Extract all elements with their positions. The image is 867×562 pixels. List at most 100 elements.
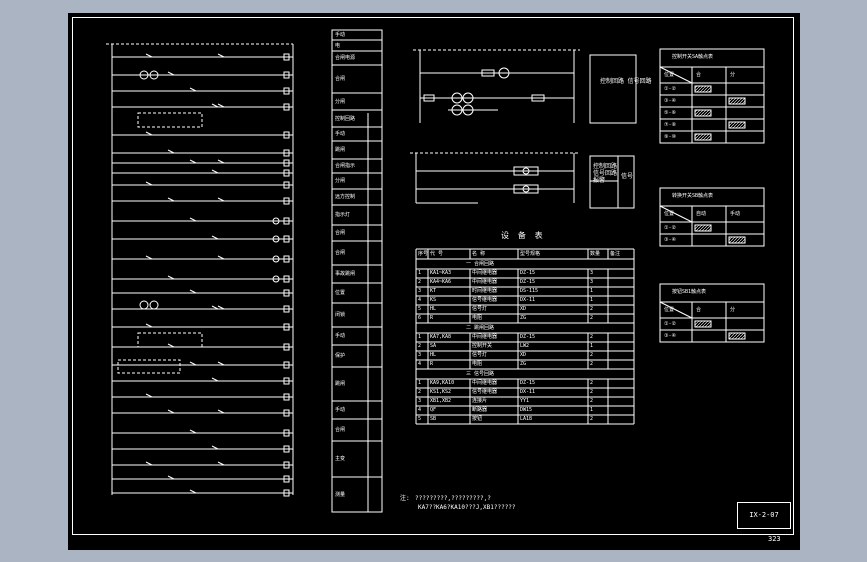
contact-table-header: 位置 [664, 72, 675, 78]
center-strip-label: 位置 [335, 290, 346, 296]
equipment-table-row: 3 [590, 279, 594, 285]
contact-closed-mark [694, 133, 712, 141]
relay-coil [283, 159, 290, 167]
drawing-frame [72, 17, 794, 535]
equipment-table-grid [415, 248, 635, 425]
contact-table-header: 自动 [696, 211, 707, 217]
equipment-table-row: 1 [418, 380, 422, 386]
equipment-table-row: 2 [590, 352, 594, 358]
equipment-table-row: XB1,XB2 [430, 398, 452, 404]
equipment-table-row: 4 [418, 297, 422, 303]
equipment-table-header: 备注 [610, 251, 621, 257]
equipment-table-header: 名 称 [472, 251, 486, 257]
relay-coil [283, 343, 290, 351]
equipment-section-title: 二 跳闸回路 [466, 325, 495, 331]
relay-coil [283, 131, 290, 139]
contact-symbol [217, 461, 225, 466]
center-strip-label: 手动 [335, 32, 346, 38]
relay-coil [283, 71, 290, 79]
center-strip-label: 电 [335, 42, 341, 49]
relay-coil [283, 255, 290, 263]
equipment-table-row: KA4~KA6 [430, 279, 452, 285]
notes-prefix: 注: [400, 495, 410, 502]
equipment-table-row: R [430, 361, 434, 367]
contact-symbol [217, 197, 225, 202]
contact-symbol [189, 361, 197, 366]
contact-table-title: 转换开关SB触点表 [672, 193, 714, 199]
equipment-table-row: 时间继电器 [472, 288, 498, 294]
schematic-canvas [106, 29, 765, 513]
equipment-section-title: 三 信号回路 [466, 371, 495, 377]
equipment-table-row: 2 [590, 334, 594, 340]
relay-coil [283, 169, 290, 177]
relay-coil [283, 275, 290, 283]
equipment-table-row: XD [520, 352, 527, 358]
equipment-table-row: 3 [418, 352, 422, 358]
indicator-lamp [149, 70, 159, 80]
contact-table-row: ⑦-⑧ [664, 122, 676, 128]
contact-table-header: 手动 [730, 211, 741, 217]
contact-symbol [217, 409, 225, 414]
equipment-table-row: 2 [590, 416, 594, 422]
relay-coil [283, 53, 290, 61]
equipment-table-row: 1 [590, 297, 594, 303]
equipment-table-row: 2 [418, 343, 422, 349]
equipment-table-row: ZG [520, 315, 527, 321]
equipment-table-row: LA18 [520, 416, 533, 422]
equipment-table-row: 连接片 [472, 398, 488, 404]
center-strip-label: 手动 [335, 407, 346, 413]
center-strip-label: 指示灯 [335, 212, 351, 218]
contact-table-row: ③-④ [664, 237, 676, 243]
relay-coil [283, 323, 290, 331]
center-strip-label: 合闸 [335, 76, 346, 82]
equipment-table-row: 2 [590, 361, 594, 367]
contact-symbol [217, 255, 225, 260]
equipment-table-row: 2 [590, 398, 594, 404]
relay-coil [283, 305, 290, 313]
center-strip-label: 合闸 [335, 250, 346, 256]
equipment-table-row: 3 [418, 288, 422, 294]
equipment-table-row: KA9,KA10 [430, 380, 455, 386]
ladder-diagram [106, 43, 294, 497]
contact-table-row: ⑨-⑩ [664, 134, 676, 140]
equipment-table-row: 5 [418, 306, 422, 312]
equipment-table-row: DZ-15 [520, 334, 536, 340]
center-strip-label: 主变 [335, 456, 346, 462]
contact-symbol [189, 159, 197, 164]
contact-table-border [659, 283, 765, 343]
equipment-table-header: 数量 [590, 251, 601, 257]
indicator-lamp [139, 300, 149, 310]
equipment-table-row: LW2 [520, 343, 530, 349]
equipment-table-row: KA7,KA8 [430, 334, 452, 340]
contact-table-row: ③-④ [664, 333, 676, 339]
contact-symbol [145, 255, 153, 260]
relay-coil [283, 217, 290, 225]
contact-symbol [145, 181, 153, 186]
control-box-1-label: 控制回路 信号回路 [600, 78, 652, 85]
equipment-table-row: DX-11 [520, 297, 536, 303]
indicator-lamp [272, 235, 280, 243]
equipment-table-row: 控制开关 [472, 343, 493, 349]
equipment-table-row: 2 [418, 279, 422, 285]
equipment-table-row: YY1 [520, 398, 530, 404]
center-strip-label: 跳闸 [335, 381, 346, 387]
control-box-2 [589, 155, 635, 209]
contact-symbol [145, 323, 153, 328]
equipment-table-row: 断路器 [472, 407, 488, 413]
contact-table-row: ①-② [664, 321, 676, 327]
relay-coil [283, 461, 290, 469]
equipment-table-row: DW15 [520, 407, 533, 413]
contact-table-header: 分 [730, 72, 736, 78]
equipment-table-row: SA [430, 343, 437, 349]
contact-closed-mark [728, 236, 746, 244]
equipment-table-row: 3 [590, 270, 594, 276]
center-strip [331, 29, 383, 513]
relay-coil [283, 475, 290, 483]
equipment-table-header: 序号 [418, 251, 429, 257]
center-strip-label: 合闸 [335, 230, 346, 236]
contact-table-header: 合 [696, 72, 702, 78]
notes-line-2: KA7??KA6?KA10???J,XB1?????? [418, 504, 516, 511]
contact-closed-mark [694, 109, 712, 117]
contact-closed-mark [694, 320, 712, 328]
equipment-table-row: 中间继电器 [472, 380, 498, 386]
